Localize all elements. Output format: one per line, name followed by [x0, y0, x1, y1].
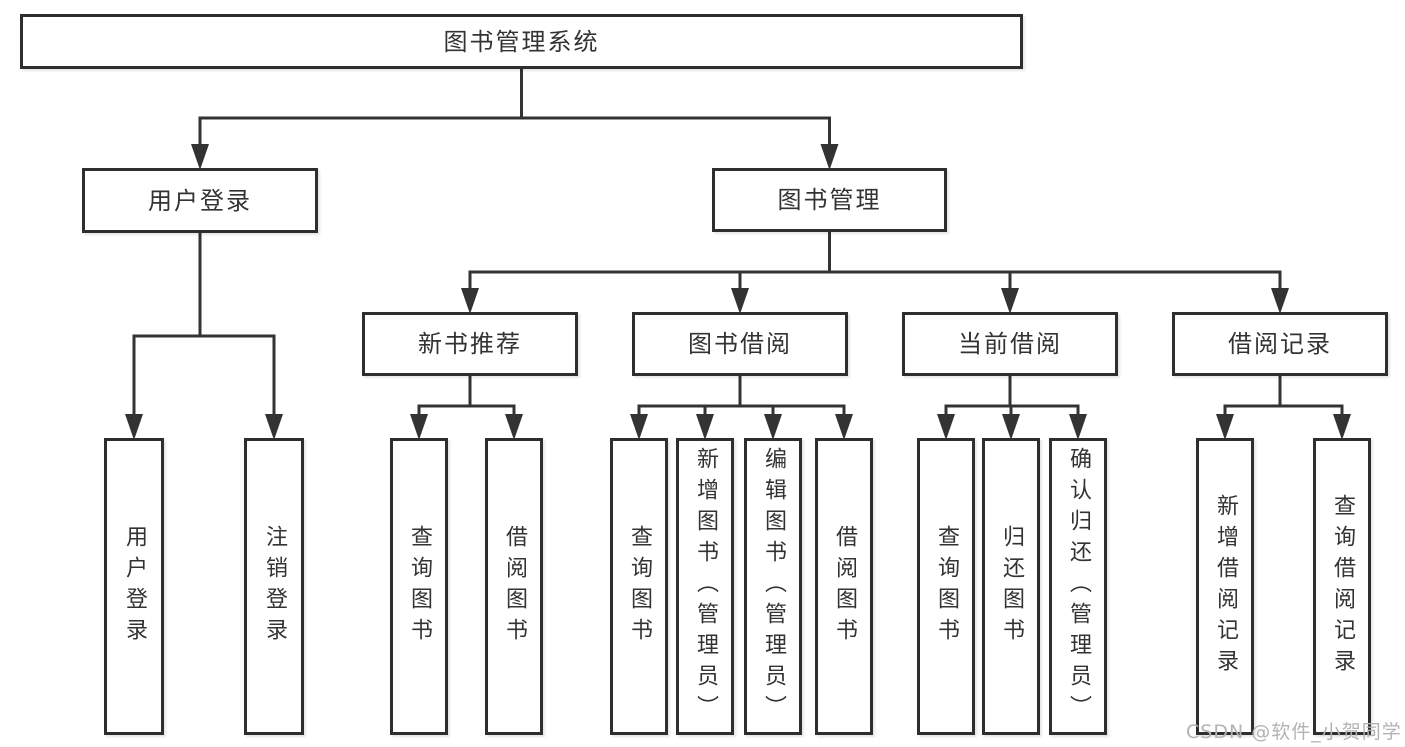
diagram-node-record: 借阅记录	[1172, 312, 1388, 376]
watermark: CSDN @软件_小贺同学	[1186, 721, 1402, 743]
diagram-node-mgmt: 图书管理	[712, 168, 947, 232]
diagram-node-login: 用户登录	[82, 168, 318, 233]
node-label-q1: 查询图书	[407, 524, 432, 649]
node-label-borrow: 图书借阅	[688, 330, 792, 358]
arrow-down-icon	[1271, 288, 1289, 314]
arrow-down-icon	[410, 414, 428, 440]
arrow-down-icon	[1002, 414, 1020, 440]
diagram-node-b1: 借阅图书	[485, 438, 543, 735]
arrow-down-icon	[505, 414, 523, 440]
node-label-q2: 查询图书	[627, 524, 652, 649]
arrow-down-icon	[1001, 288, 1019, 314]
diagram-node-b2: 借阅图书	[815, 438, 873, 735]
diagram-node-add2: 新增图书（管理员）	[676, 438, 734, 735]
diagram-node-userlogin: 用户登录	[104, 438, 164, 735]
diagram-node-sys: 图书管理系统	[20, 14, 1023, 69]
arrow-down-icon	[731, 288, 749, 314]
arrow-down-icon	[1069, 414, 1087, 440]
arrow-down-icon	[191, 144, 209, 170]
arrow-down-icon	[125, 414, 143, 440]
diagram-node-edit2: 编辑图书（管理员）	[744, 438, 802, 735]
diagram-node-addrec: 新增借阅记录	[1196, 438, 1254, 735]
node-label-login: 用户登录	[148, 186, 252, 215]
diagram-node-conf3: 确认归还（管理员）	[1049, 438, 1107, 735]
node-label-record: 借阅记录	[1228, 330, 1332, 358]
node-label-userlogin: 用户登录	[122, 524, 147, 649]
arrow-down-icon	[1333, 414, 1351, 440]
arrow-down-icon	[696, 414, 714, 440]
node-label-b2: 借阅图书	[832, 524, 857, 649]
node-label-newrec: 新书推荐	[418, 330, 522, 358]
arrow-down-icon	[461, 288, 479, 314]
diagram-node-borrow: 图书借阅	[632, 312, 848, 376]
node-label-conf3: 确认归还（管理员）	[1066, 447, 1091, 726]
diagram-node-logout: 注销登录	[244, 438, 304, 735]
diagram-node-ret3: 归还图书	[982, 438, 1040, 735]
node-label-sys: 图书管理系统	[443, 27, 600, 56]
arrow-down-icon	[764, 414, 782, 440]
node-label-mgmt: 图书管理	[777, 186, 882, 214]
diagram-node-current: 当前借阅	[902, 312, 1118, 376]
diagram-node-newrec: 新书推荐	[362, 312, 578, 376]
node-label-ret3: 归还图书	[999, 524, 1024, 649]
node-label-addrec: 新增借阅记录	[1213, 493, 1238, 680]
node-label-logout: 注销登录	[262, 524, 287, 649]
node-label-edit2: 编辑图书（管理员）	[761, 447, 786, 726]
arrow-down-icon	[937, 414, 955, 440]
node-label-qrec: 查询借阅记录	[1330, 493, 1355, 680]
arrow-down-icon	[265, 414, 283, 440]
diagram-node-qrec: 查询借阅记录	[1313, 438, 1371, 735]
arrow-down-icon	[835, 414, 853, 440]
arrow-down-icon	[820, 144, 839, 170]
node-label-current: 当前借阅	[958, 330, 1062, 358]
node-label-b1: 借阅图书	[502, 524, 527, 649]
diagram-node-q3: 查询图书	[917, 438, 975, 735]
node-label-add2: 新增图书（管理员）	[693, 447, 718, 726]
arrow-down-icon	[630, 414, 648, 440]
diagram-node-q1: 查询图书	[390, 438, 448, 735]
arrow-down-icon	[1216, 414, 1234, 440]
node-label-q3: 查询图书	[934, 524, 959, 649]
diagram-node-q2: 查询图书	[610, 438, 668, 735]
